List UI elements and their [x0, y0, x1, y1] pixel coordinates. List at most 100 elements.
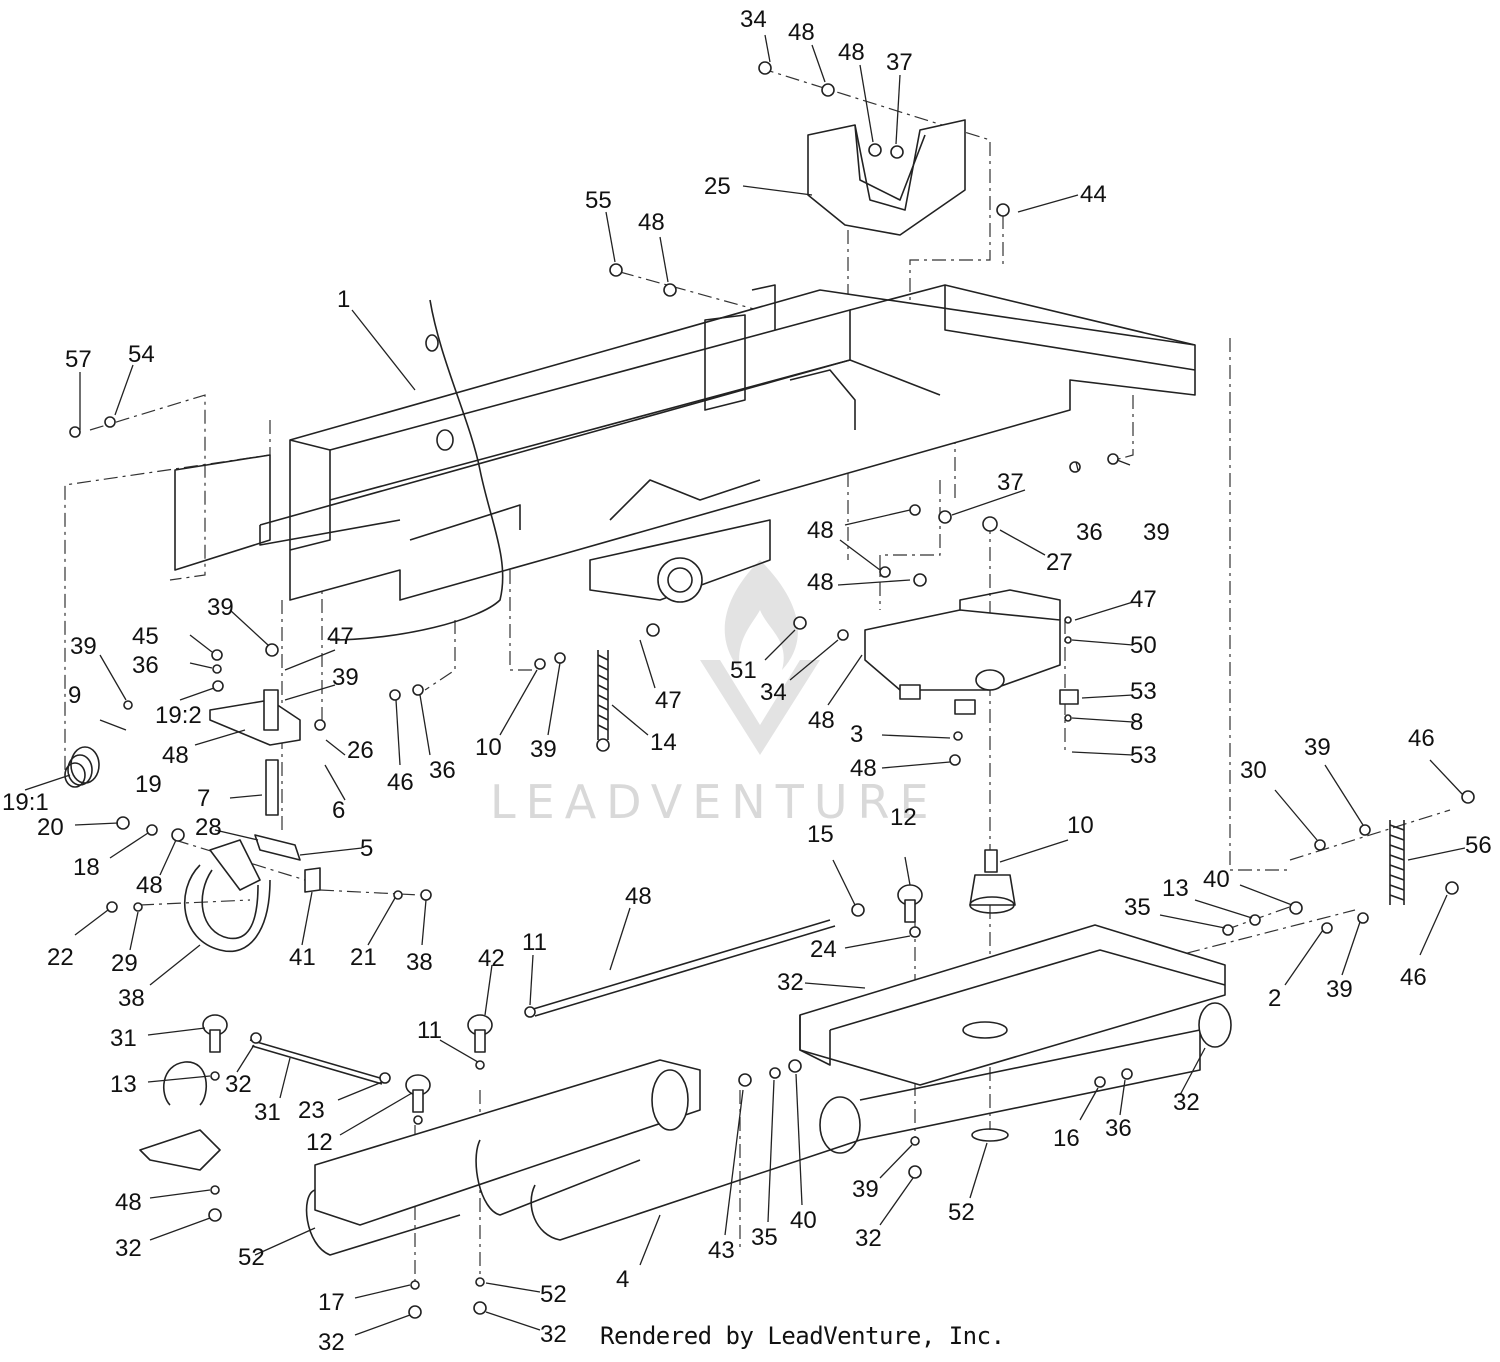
callout-7: 6 — [332, 797, 345, 824]
callout-4: 52 — [238, 1244, 265, 1271]
callout-29: 22 — [47, 944, 74, 971]
top-mounting-bracket — [807, 119, 966, 236]
callout-21: 41 — [289, 944, 316, 971]
callout-48d: 48 — [807, 517, 834, 544]
callout-39c: 36 — [429, 757, 456, 784]
callout-55: 55 — [585, 187, 612, 214]
callout-38b: 21 — [350, 944, 377, 971]
callout-36b: 46 — [387, 769, 414, 796]
callout-18: 5 — [360, 835, 373, 862]
callout-22: 48 — [136, 872, 163, 899]
callout-45: 47 — [327, 623, 354, 650]
callout-52d: 32 — [540, 1321, 567, 1348]
callout-10b: 56 — [1465, 832, 1492, 859]
callout-24: 48 — [625, 883, 652, 910]
callout-47b: 48 — [850, 755, 877, 782]
tie-rods — [249, 919, 836, 1085]
callout-25: 25 — [704, 173, 731, 200]
callout-20: 7 — [197, 785, 210, 812]
strap-band — [183, 839, 271, 953]
callout-13b: 31 — [110, 1025, 137, 1052]
caster-bearing — [969, 849, 1016, 914]
callout-39b: 10 — [475, 734, 502, 761]
callout-54: 54 — [128, 341, 155, 368]
callout-13a: 12 — [890, 804, 917, 831]
callout-56: 46 — [1408, 725, 1435, 752]
callout-52b: 32 — [115, 1235, 142, 1262]
leader-lines — [24, 34, 1466, 1336]
callout-12a: 15 — [807, 821, 834, 848]
callout-19: 48 — [162, 742, 189, 769]
callout-39g: 2 — [1268, 985, 1281, 1012]
callout-6: 19:1 — [2, 789, 49, 816]
callout-39a: 39 — [1143, 519, 1170, 546]
callout-15: 10 — [1067, 812, 1094, 839]
callout-39d: 36 — [132, 652, 159, 679]
callout-37a: 37 — [886, 49, 913, 76]
torsion-spring — [64, 746, 100, 788]
callout-46a: 39 — [530, 736, 557, 763]
callout-40b: 35 — [751, 1224, 778, 1251]
extension-spring-left — [596, 650, 610, 752]
callout-48j: 35 — [1124, 894, 1151, 921]
callout-53b: 8 — [1130, 709, 1143, 736]
callout-32g: 52 — [540, 1281, 567, 1308]
callout-39f: 30 — [1240, 757, 1267, 784]
callout-23: 31 — [254, 1099, 281, 1126]
callout-26: 9 — [68, 682, 81, 709]
callout-34b: 51 — [730, 657, 757, 684]
callout-48b: 48 — [838, 39, 865, 66]
flame-logo-icon — [700, 560, 820, 755]
callout-36d: 16 — [1053, 1125, 1080, 1152]
callout-40a: 13 — [1162, 875, 1189, 902]
callout-57: 57 — [65, 346, 92, 373]
callout-48k: 40 — [790, 1207, 817, 1234]
callout-32a: 24 — [810, 936, 837, 963]
main-frame-weldment — [174, 284, 1196, 641]
callout-16: 32 — [1173, 1089, 1200, 1116]
callout-34a: 34 — [740, 6, 767, 33]
callout-47a: 48 — [807, 569, 834, 596]
callout-43: 52 — [948, 1199, 975, 1226]
callout-35b: 43 — [708, 1237, 735, 1264]
callout-10a: 14 — [650, 729, 677, 756]
callout-46c: 39 — [1326, 976, 1353, 1003]
front-roller-frame — [305, 1059, 861, 1256]
callout-12b: 23 — [298, 1097, 325, 1124]
callout-52a: 32 — [855, 1225, 882, 1252]
callout-48f: 34 — [760, 679, 787, 706]
callout-36a: 36 — [1076, 519, 1103, 546]
callout-48a: 48 — [788, 19, 815, 46]
callout-47c: 39 — [207, 594, 234, 621]
caster-mount-plate — [864, 589, 1061, 715]
extension-spring-right — [1389, 820, 1405, 905]
callout-48c: 48 — [638, 209, 665, 236]
callout-19-2: 39 — [332, 664, 359, 691]
callout-35a: 40 — [1203, 866, 1230, 893]
callout-19-1: 19 — [135, 771, 162, 798]
callout-32d: 39 — [852, 1176, 879, 1203]
callout-42: 46 — [1400, 964, 1427, 991]
callout-17: 4 — [616, 1266, 629, 1293]
callout-53a: 50 — [1130, 632, 1157, 659]
callout-52c: 32 — [318, 1329, 345, 1356]
rendered-by-credit: Rendered by LeadVenture, Inc. — [600, 1322, 1005, 1350]
callout-36c: 45 — [132, 623, 159, 650]
watermark-text: LEADVENTURE — [490, 775, 939, 829]
callout-labels: 34 48 48 37 25 44 55 48 1 57 54 37 36 39… — [2, 6, 1492, 1356]
hardware-pieces — [69, 61, 1475, 1319]
callout-28: 20 — [37, 814, 64, 841]
retaining-ring — [971, 1128, 1009, 1142]
callout-11b: 12 — [306, 1129, 333, 1156]
pivot-arm — [209, 689, 321, 893]
callout-2: 32 — [777, 969, 804, 996]
callout-32c: 11 — [417, 1017, 442, 1044]
callout-50: 47 — [1130, 586, 1157, 613]
callout-48i: 18 — [73, 854, 100, 881]
callout-46b: 39 — [1304, 734, 1331, 761]
callout-39h: 36 — [1105, 1115, 1132, 1142]
callout-48g: 3 — [850, 721, 863, 748]
callout-37b: 37 — [997, 469, 1024, 496]
callout-32f: 17 — [318, 1289, 345, 1316]
leadventure-watermark: LEADVENTURE — [490, 560, 939, 829]
